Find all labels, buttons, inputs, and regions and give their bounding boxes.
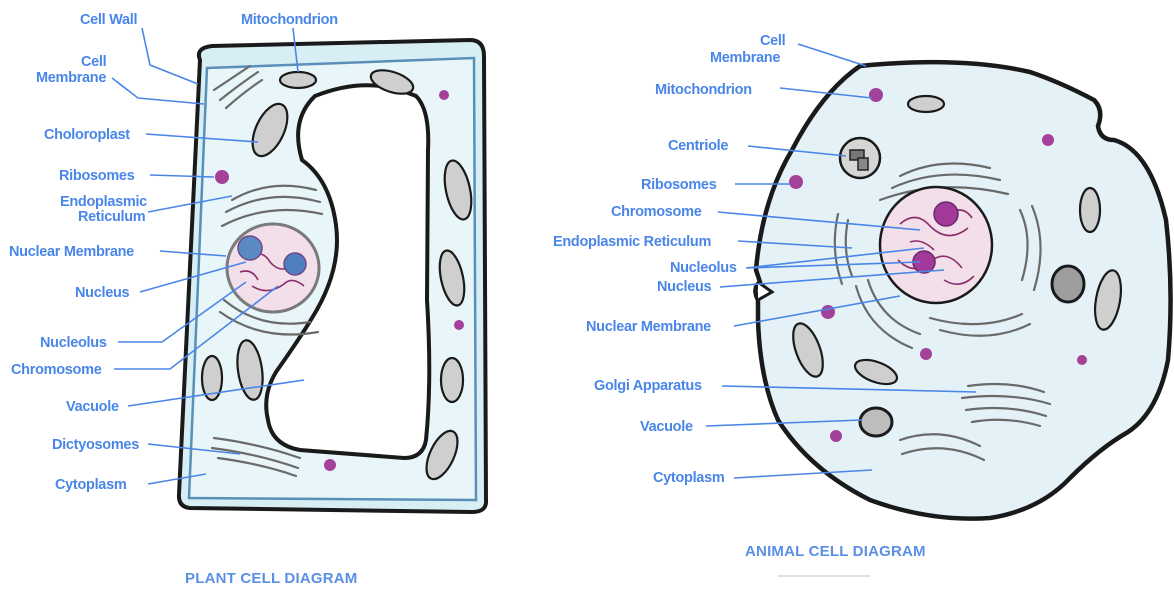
animal-ribosome-7 (830, 430, 842, 442)
plant-nucleolus (238, 236, 262, 260)
plant-cell (179, 40, 486, 512)
label-er-line2: Reticulum (78, 209, 145, 225)
label-cell-membrane-line1: Cell (81, 54, 106, 70)
animal-vacuole-2 (1052, 266, 1084, 302)
label-animal-er: Endoplasmic Reticulum (553, 234, 711, 250)
animal-ribosome-6 (1077, 355, 1087, 365)
animal-ribosome (869, 88, 883, 102)
plant-ribosome-4 (324, 459, 336, 471)
label-animal-mitochondrion: Mitochondrion (655, 82, 752, 98)
label-animal-centriole: Centriole (668, 138, 728, 154)
animal-nuclear-membrane (880, 187, 992, 303)
label-animal-nucleolus: Nucleolus (670, 260, 737, 276)
animal-title: ANIMAL CELL DIAGRAM (745, 543, 926, 560)
plant-ribosome-3 (454, 320, 464, 330)
label-animal-cell-membrane-line2: Membrane (710, 50, 780, 66)
label-animal-nuclear-membrane: Nuclear Membrane (586, 319, 711, 335)
leader-animal-cell-membrane (798, 44, 866, 66)
label-nucleolus: Nucleolus (40, 335, 107, 351)
label-vacuole: Vacuole (66, 399, 119, 415)
label-cell-membrane-line2: Membrane (36, 70, 106, 86)
label-chromosome: Chromosome (11, 362, 102, 378)
plant-title: PLANT CELL DIAGRAM (185, 570, 357, 587)
label-chloroplast: Choloroplast (44, 127, 130, 143)
animal-vacuole (860, 408, 892, 436)
label-animal-golgi: Golgi Apparatus (594, 378, 702, 394)
label-animal-cytoplasm: Cytoplasm (653, 470, 724, 486)
label-animal-chromosome: Chromosome (611, 204, 702, 220)
label-nucleus: Nucleus (75, 285, 130, 301)
label-animal-cell-membrane-line1: Cell (760, 33, 785, 49)
plant-nucleolus-2 (284, 253, 306, 275)
animal-cell (755, 62, 1170, 518)
plant-mitochondrion (280, 72, 316, 88)
animal-ribosome-5 (920, 348, 932, 360)
label-ribosomes: Ribosomes (59, 168, 135, 184)
label-cell-wall: Cell Wall (80, 12, 137, 28)
animal-nucleolus (934, 202, 958, 226)
leader-cell-membrane (112, 78, 204, 104)
label-animal-nucleus: Nucleus (657, 279, 712, 295)
leader-cell-wall (142, 28, 198, 84)
label-mitochondrion: Mitochondrion (241, 12, 338, 28)
animal-ribosome-3 (1042, 134, 1054, 146)
animal-ribosome-2 (789, 175, 803, 189)
label-dictyosomes: Dictyosomes (52, 437, 139, 453)
label-cytoplasm: Cytoplasm (55, 477, 126, 493)
plant-ribosome (215, 170, 229, 184)
label-animal-ribosomes: Ribosomes (641, 177, 717, 193)
animal-ribosome-4 (821, 305, 835, 319)
label-er-line1: Endoplasmic (60, 194, 147, 210)
label-animal-vacuole: Vacuole (640, 419, 693, 435)
plant-ribosome-2 (439, 90, 449, 100)
label-nuclear-membrane: Nuclear Membrane (9, 244, 134, 260)
animal-centriole (840, 138, 880, 178)
